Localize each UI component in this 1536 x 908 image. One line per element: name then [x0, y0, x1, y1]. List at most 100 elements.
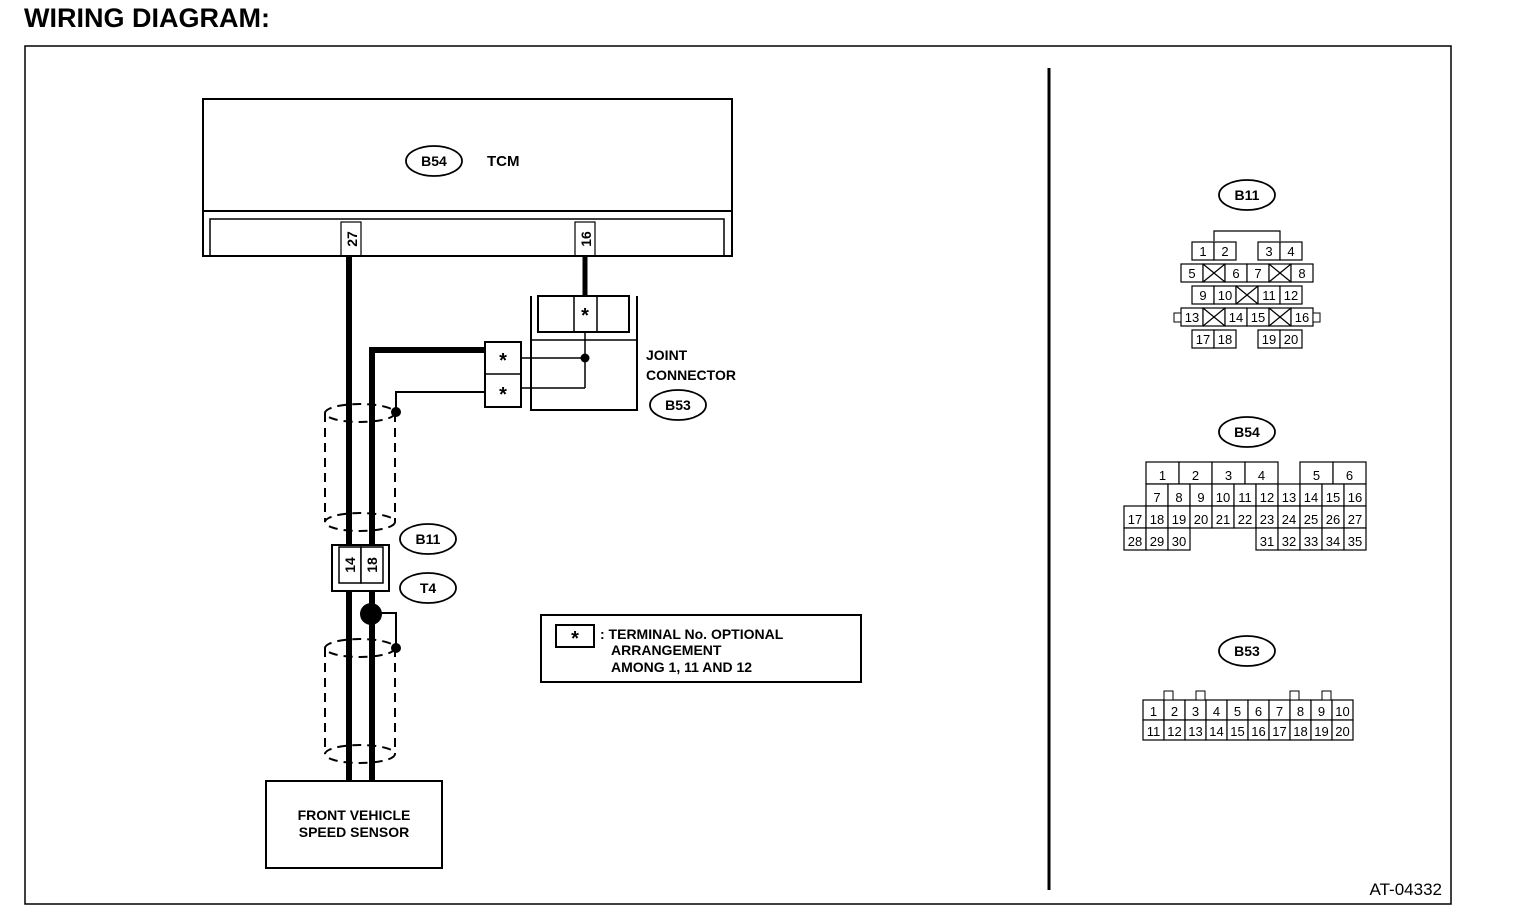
svg-text:20: 20	[1194, 512, 1208, 527]
b54-pin-cell: 34	[1321, 527, 1345, 551]
svg-text:28: 28	[1128, 534, 1142, 549]
b11-pin-cell: 14	[1224, 307, 1248, 327]
b53-pin-cell: 9	[1310, 699, 1333, 721]
svg-text:30: 30	[1172, 534, 1186, 549]
b53-pin-cell: 12	[1163, 719, 1186, 741]
svg-text:3: 3	[1192, 704, 1199, 719]
b53-pin-cell: 15	[1226, 719, 1249, 741]
b54-pin-cell: 8	[1167, 483, 1191, 507]
wires	[346, 256, 588, 780]
joint-star-top: *	[581, 305, 589, 327]
b54-pin-cell: 28	[1123, 527, 1147, 551]
svg-text:9: 9	[1197, 490, 1204, 505]
b54-pin-cell: 35	[1343, 527, 1367, 551]
b11-pin-cell	[1268, 307, 1292, 327]
b54-pin-cell: 10	[1211, 483, 1235, 507]
svg-text:29: 29	[1150, 534, 1164, 549]
svg-text:8: 8	[1298, 266, 1305, 281]
svg-text:2: 2	[1192, 468, 1199, 483]
svg-text:19: 19	[1262, 332, 1276, 347]
b54-pin-cell: 17	[1123, 505, 1147, 529]
joint-connector-id: B53	[665, 397, 691, 413]
b11-pin-cell: 7	[1246, 263, 1270, 283]
b54-pin-cell: 26	[1321, 505, 1345, 529]
b11-pin-cell: 8	[1290, 263, 1314, 283]
b54-pin-cell: 2	[1178, 461, 1213, 485]
svg-text:13: 13	[1188, 724, 1202, 739]
b53-pin-cell: 6	[1247, 699, 1270, 721]
b11-pin-cell: 15	[1246, 307, 1270, 327]
shield-lower	[324, 638, 396, 764]
b53-pin-cell: 11	[1142, 719, 1165, 741]
b11-pin-cell: 1	[1191, 241, 1215, 261]
svg-text:5: 5	[1234, 704, 1241, 719]
b54-pin-cell: 3	[1211, 461, 1246, 485]
b53-pin-cell: 14	[1205, 719, 1228, 741]
b11-pin-cell: 5	[1180, 263, 1204, 283]
legend-line-2: ARRANGEMENT	[611, 642, 722, 658]
svg-text:19: 19	[1172, 512, 1186, 527]
b53-pin-cell: 5	[1226, 699, 1249, 721]
b11-pin-cell: 16	[1290, 307, 1314, 327]
svg-text:18: 18	[1293, 724, 1307, 739]
svg-text:11: 11	[1238, 490, 1252, 505]
middle-pin-18: 18	[364, 557, 380, 573]
b54-pin-cell: 25	[1299, 505, 1323, 529]
svg-text:18: 18	[1150, 512, 1164, 527]
svg-text:26: 26	[1326, 512, 1340, 527]
wire-joint-to-sensor	[369, 347, 485, 780]
joint-label-2: CONNECTOR	[646, 367, 736, 383]
page-title: WIRING DIAGRAM:	[24, 3, 270, 33]
svg-text:19: 19	[1314, 724, 1328, 739]
b54-pin-cell: 6	[1332, 461, 1367, 485]
b54-pin-cell: 19	[1167, 505, 1191, 529]
svg-text:2: 2	[1171, 704, 1178, 719]
b11-pin-cell: 20	[1279, 329, 1303, 349]
b11-pin-cell: 3	[1257, 241, 1281, 261]
b11-pin-cell: 4	[1279, 241, 1303, 261]
b53-pin-cell: 4	[1205, 699, 1228, 721]
b54-pin-cell: 30	[1167, 527, 1191, 551]
b11-pin-cell	[1235, 285, 1259, 305]
tcm-terminal-16: 16	[578, 231, 594, 247]
svg-text:4: 4	[1258, 468, 1265, 483]
svg-text:25: 25	[1304, 512, 1318, 527]
middle-connector: 14 18 B11 T4	[331, 523, 457, 604]
b53-view-id: B53	[1234, 643, 1260, 659]
svg-text:5: 5	[1313, 468, 1320, 483]
b53-pin-cell: 2	[1163, 699, 1186, 721]
svg-text:1: 1	[1199, 244, 1206, 259]
b54-pin-cell: 22	[1233, 505, 1257, 529]
svg-text:9: 9	[1318, 704, 1325, 719]
sensor-label-1: FRONT VEHICLE	[298, 807, 411, 823]
svg-text:11: 11	[1262, 288, 1276, 303]
joint-label-1: JOINT	[646, 347, 688, 363]
b53-pin-cell: 7	[1268, 699, 1291, 721]
legend-line-1: : TERMINAL No. OPTIONAL	[600, 626, 784, 642]
middle-connector-id-top: B11	[416, 531, 441, 547]
b54-pin-cell: 20	[1189, 505, 1213, 529]
svg-text:16: 16	[1348, 490, 1362, 505]
b54-pin-cell: 12	[1255, 483, 1279, 507]
svg-text:16: 16	[1295, 310, 1309, 325]
svg-text:4: 4	[1213, 704, 1220, 719]
svg-text:4: 4	[1287, 244, 1294, 259]
svg-text:14: 14	[1229, 310, 1243, 325]
b11-pin-cell: 6	[1224, 263, 1248, 283]
b11-pin-cell: 11	[1257, 285, 1281, 305]
b54-pin-cell: 33	[1299, 527, 1323, 551]
b53-pin-cell: 13	[1184, 719, 1207, 741]
b54-pin-cell: 5	[1299, 461, 1334, 485]
b54-pin-cell: 21	[1211, 505, 1235, 529]
b54-pin-cell: 14	[1299, 483, 1323, 507]
svg-text:24: 24	[1282, 512, 1296, 527]
b54-pin-cell: 13	[1277, 483, 1301, 507]
b54-view-id: B54	[1234, 424, 1260, 440]
svg-text:12: 12	[1260, 490, 1274, 505]
b53-pin-cell: 19	[1310, 719, 1333, 741]
svg-text:34: 34	[1326, 534, 1340, 549]
b53-pin-cell: 3	[1184, 699, 1207, 721]
